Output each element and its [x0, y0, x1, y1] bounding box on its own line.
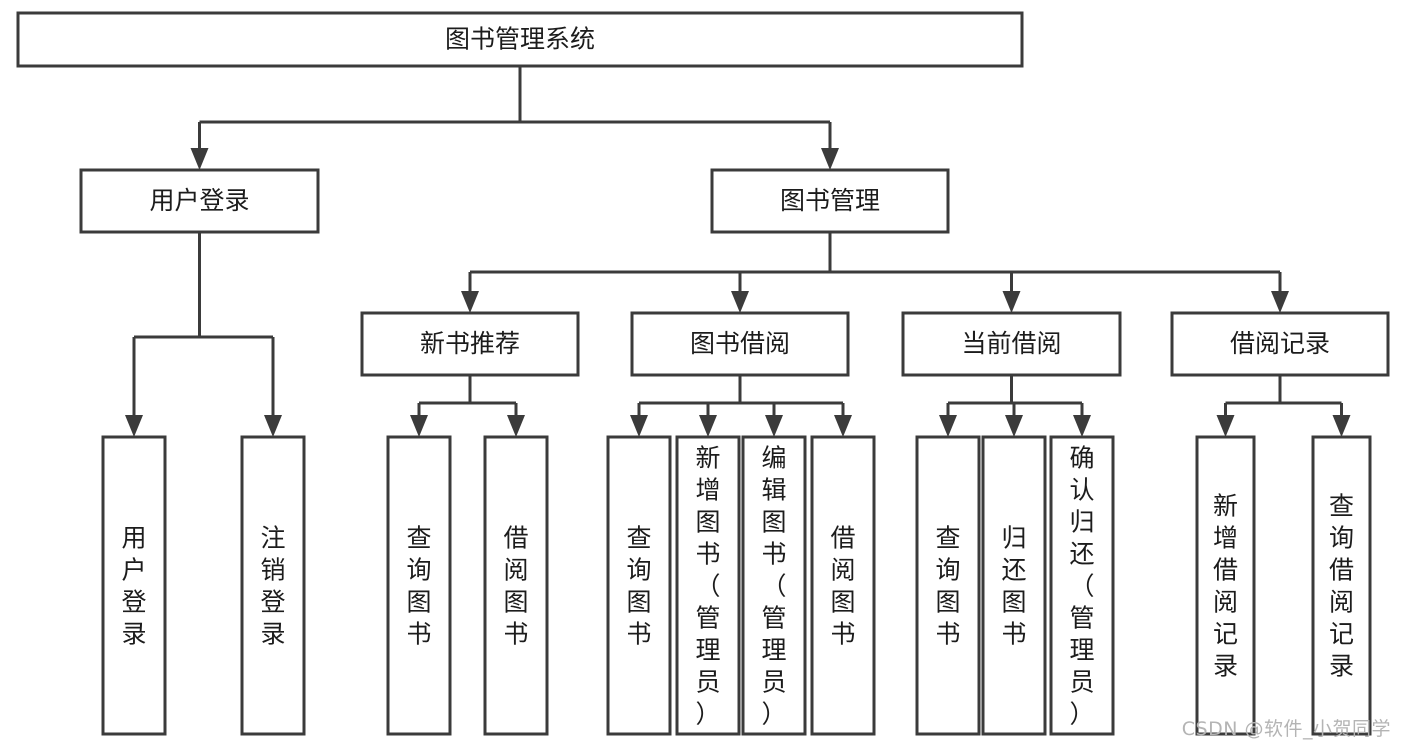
arrow-head-icon: [630, 415, 648, 437]
node-leaf[interactable]: 归还图书: [981, 435, 1047, 736]
arrow-head-icon: [1216, 415, 1235, 437]
arrow-head-icon: [939, 415, 957, 437]
node-label: 用户登录: [121, 523, 146, 648]
arrow-head-icon: [699, 415, 717, 437]
node-box[interactable]: [101, 435, 167, 736]
node-label: 图书管理系统: [445, 25, 595, 54]
node-label: 新增借阅记录: [1213, 491, 1238, 680]
arrow-head-icon: [461, 291, 479, 313]
node-leaf[interactable]: 查询图书: [915, 435, 981, 736]
node-leaf[interactable]: 借阅图书: [810, 435, 876, 736]
node-leaf[interactable]: 查询图书: [606, 435, 672, 736]
node-label: 注销登录: [260, 523, 285, 648]
arrow-head-icon: [1271, 291, 1289, 313]
node-box[interactable]: [981, 435, 1047, 736]
node-box[interactable]: [360, 311, 580, 377]
connectors-layer: [125, 66, 1351, 437]
connector-group: [125, 232, 282, 437]
node-box[interactable]: [1195, 435, 1256, 736]
arrow-head-icon: [264, 415, 282, 437]
node-box[interactable]: [1170, 311, 1390, 377]
node-leaf[interactable]: 编辑图书（管理员）: [741, 435, 807, 736]
nodes-layer: 图书管理系统用户登录图书管理新书推荐图书借阅当前借阅借阅记录用户登录注销登录查询…: [16, 11, 1390, 736]
node-label: 新书推荐: [420, 329, 520, 358]
node-box[interactable]: [483, 435, 549, 736]
arrow-head-icon: [1005, 415, 1023, 437]
arrow-head-icon: [1073, 415, 1091, 437]
node-leaf[interactable]: 确认归还（管理员）: [1049, 435, 1115, 736]
node-level3[interactable]: 当前借阅: [901, 311, 1122, 377]
node-leaf[interactable]: 借阅图书: [483, 435, 549, 736]
node-label: 借阅图书: [830, 523, 855, 648]
node-label: 当前借阅: [961, 329, 1061, 358]
node-box[interactable]: [16, 11, 1024, 68]
arrow-head-icon: [731, 291, 749, 313]
node-label: 借阅记录: [1230, 329, 1330, 358]
node-box[interactable]: [1311, 435, 1372, 736]
arrow-head-icon: [1332, 415, 1351, 437]
node-label: 图书借阅: [690, 329, 790, 358]
node-box[interactable]: [675, 435, 741, 736]
node-label: 查询图书: [935, 523, 960, 648]
node-level2[interactable]: 用户登录: [79, 168, 320, 234]
node-box[interactable]: [240, 435, 306, 736]
node-leaf[interactable]: 注销登录: [240, 435, 306, 736]
node-box[interactable]: [1049, 435, 1115, 736]
node-leaf[interactable]: 新增图书（管理员）: [675, 435, 741, 736]
node-box[interactable]: [710, 168, 950, 234]
node-label: 查询图书: [626, 523, 651, 648]
node-box[interactable]: [810, 435, 876, 736]
node-leaf[interactable]: 查询图书: [386, 435, 452, 736]
arrow-head-icon: [834, 415, 852, 437]
node-level2[interactable]: 图书管理: [710, 168, 950, 234]
node-label: 归还图书: [1001, 523, 1026, 648]
arrow-head-icon: [190, 148, 209, 170]
node-label: 确认归还（管理员）: [1069, 443, 1094, 728]
node-leaf[interactable]: 新增借阅记录: [1195, 435, 1256, 736]
arrow-head-icon: [765, 415, 783, 437]
node-box[interactable]: [606, 435, 672, 736]
node-box[interactable]: [741, 435, 807, 736]
connector-group: [630, 375, 852, 437]
connector-group: [190, 66, 839, 170]
node-leaf[interactable]: 用户登录: [101, 435, 167, 736]
node-box[interactable]: [386, 435, 452, 736]
arrow-head-icon: [507, 415, 525, 437]
node-leaf[interactable]: 查询借阅记录: [1311, 435, 1372, 736]
connector-group: [410, 375, 525, 437]
arrow-head-icon: [1002, 291, 1021, 313]
node-level3[interactable]: 新书推荐: [360, 311, 580, 377]
node-box[interactable]: [915, 435, 981, 736]
arrow-head-icon: [821, 148, 839, 170]
node-label: 新增图书（管理员）: [695, 443, 720, 728]
node-label: 借阅图书: [503, 523, 528, 648]
node-level3[interactable]: 借阅记录: [1170, 311, 1390, 377]
connector-group: [939, 375, 1091, 437]
node-box[interactable]: [79, 168, 320, 234]
node-label: 编辑图书（管理员）: [761, 443, 786, 728]
node-label: 查询借阅记录: [1329, 491, 1354, 680]
arrow-head-icon: [410, 415, 428, 437]
connector-group: [1216, 375, 1351, 437]
watermark-text: CSDN @软件_小贺同学: [1181, 718, 1391, 740]
node-box[interactable]: [901, 311, 1122, 377]
node-label: 图书管理: [780, 186, 880, 215]
node-box[interactable]: [630, 311, 850, 377]
connector-group: [461, 232, 1289, 313]
node-root[interactable]: 图书管理系统: [16, 11, 1024, 68]
node-level3[interactable]: 图书借阅: [630, 311, 850, 377]
node-label: 用户登录: [149, 186, 249, 215]
arrow-head-icon: [125, 415, 143, 437]
node-label: 查询图书: [406, 523, 431, 648]
